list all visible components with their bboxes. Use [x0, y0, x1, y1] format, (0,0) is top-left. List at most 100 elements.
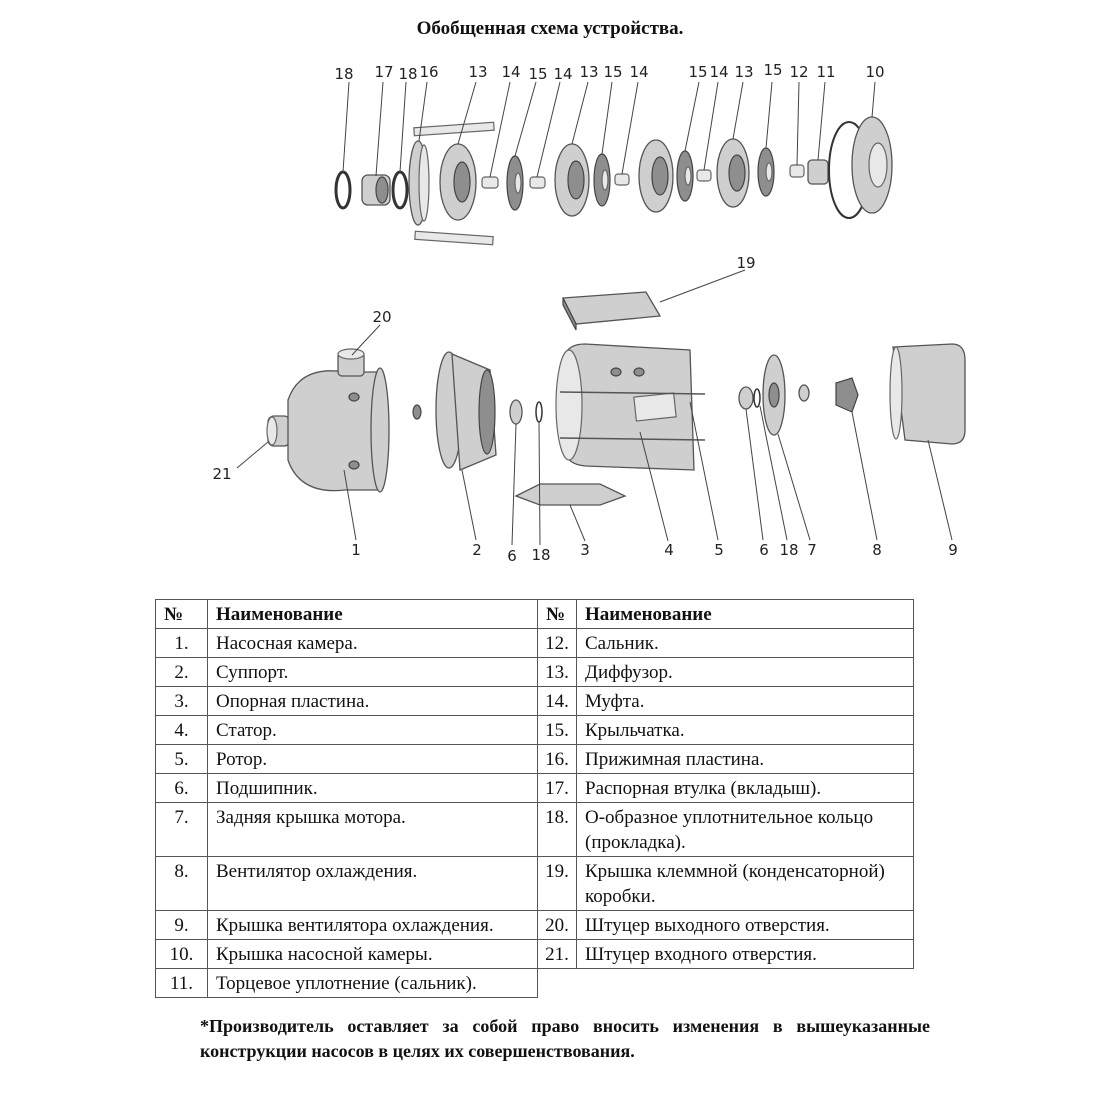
part-label: 12: [789, 63, 808, 81]
part-label: 20: [372, 308, 391, 326]
row-name-2: Крыльчатка.: [576, 715, 914, 745]
row-number-2: 21.: [537, 939, 577, 969]
col-name-header: Наименование: [207, 599, 538, 629]
row-number-2: 16.: [537, 744, 577, 774]
row-name: Вентилятор охлаждения.: [207, 856, 538, 911]
diagram-title: Обобщенная схема устройства.: [416, 18, 684, 39]
row-name: Статор.: [207, 715, 538, 745]
part-label: 17: [374, 63, 393, 81]
row-number: 2.: [155, 657, 208, 687]
table-row: 3. Опорная пластина. 14. Муфта.: [155, 686, 914, 716]
row-name: Крышка вентилятора охлаждения.: [207, 910, 538, 940]
row-number: 6.: [155, 773, 208, 803]
part-label: 6: [759, 541, 769, 559]
row-number: 4.: [155, 715, 208, 745]
part-label: 1: [351, 541, 361, 559]
row-number: 9.: [155, 910, 208, 940]
table-row: 11. Торцевое уплотнение (сальник).: [155, 968, 914, 998]
part-label: 6: [507, 547, 517, 565]
col-number-header: №: [155, 599, 208, 629]
row-name-2: Сальник.: [576, 628, 914, 658]
col-name-header-2: Наименование: [576, 599, 914, 629]
top-row-parts: [334, 116, 893, 246]
part-label: 18: [398, 65, 417, 83]
part-label: 8: [872, 541, 882, 559]
parts-table: № Наименование № Наименование 1. Насосна…: [155, 599, 914, 998]
part-label: 14: [709, 63, 728, 81]
row-name: Суппорт.: [207, 657, 538, 687]
row-number: 7.: [155, 802, 208, 857]
row-number-2: 19.: [537, 856, 577, 911]
part-label: 13: [734, 63, 753, 81]
row-number: 8.: [155, 856, 208, 911]
row-name: Ротор.: [207, 744, 538, 774]
part-label: 14: [553, 65, 572, 83]
bottom-row-parts: [266, 291, 966, 506]
row-name: Опорная пластина.: [207, 686, 538, 716]
row-number-2: 18.: [537, 802, 577, 857]
row-number-2: 17.: [537, 773, 577, 803]
table-row: 7. Задняя крышка мотора. 18. О-образное …: [155, 802, 914, 857]
row-name-2: Штуцер выходного отверстия.: [576, 910, 914, 940]
part-label: 19: [736, 254, 755, 272]
row-name-2: Штуцер входного отверстия.: [576, 939, 914, 969]
row-number-2: 13.: [537, 657, 577, 687]
part-label: 13: [468, 63, 487, 81]
table-row: 2. Суппорт. 13. Диффузор.: [155, 657, 914, 687]
bottom-row-labels: 20 21 19 1 2 6 18 3 4 5 6 18 7 8 9: [212, 254, 957, 565]
table-row: 8. Вентилятор охлаждения. 19. Крышка кле…: [155, 856, 914, 911]
top-row-labels: 18 17 18 16 13 14 15 14 13 15 14 15 14 1…: [334, 61, 884, 83]
bottom-row-leaders: [236, 269, 953, 546]
table-row: 5. Ротор. 16. Прижимная пластина.: [155, 744, 914, 774]
row-number-2: 20.: [537, 910, 577, 940]
row-name-2: О-образное уплотнительное кольцо (прокла…: [576, 802, 914, 857]
table-row: 4. Статор. 15. Крыльчатка.: [155, 715, 914, 745]
table-row: 1. Насосная камера. 12. Сальник.: [155, 628, 914, 658]
part-label: 15: [763, 61, 782, 79]
part-label: 10: [865, 63, 884, 81]
manufacturer-footnote: *Производитель оставляет за собой право …: [200, 1016, 930, 1061]
row-name-2: Крышка клеммной (конденсаторной) коробки…: [576, 856, 914, 911]
part-label: 15: [528, 65, 547, 83]
part-label: 18: [334, 65, 353, 83]
part-label: 14: [629, 63, 648, 81]
row-number: 3.: [155, 686, 208, 716]
row-name: Задняя крышка мотора.: [207, 802, 538, 857]
part-label: 16: [419, 63, 438, 81]
row-number-2: 12.: [537, 628, 577, 658]
part-label: 18: [531, 546, 550, 564]
part-label: 5: [714, 541, 724, 559]
table-row: 10. Крышка насосной камеры. 21. Штуцер в…: [155, 939, 914, 969]
row-number-2: 15.: [537, 715, 577, 745]
part-label: 14: [501, 63, 520, 81]
exploded-pump-diagram: 18 17 18 16 13 14 15 14 13 15 14 15 14 1…: [212, 61, 966, 565]
row-name-2: Прижимная пластина.: [576, 744, 914, 774]
part-label: 15: [688, 63, 707, 81]
part-label: 9: [948, 541, 958, 559]
part-label: 15: [603, 63, 622, 81]
part-label: 2: [472, 541, 482, 559]
table-row: 9. Крышка вентилятора охлаждения. 20. Шт…: [155, 910, 914, 940]
part-label: 4: [664, 541, 674, 559]
row-name-2: Диффузор.: [576, 657, 914, 687]
part-label: 7: [807, 541, 817, 559]
row-name: Насосная камера.: [207, 628, 538, 658]
row-number: 1.: [155, 628, 208, 658]
table-row: 6. Подшипник. 17. Распорная втулка (вкла…: [155, 773, 914, 803]
part-label: 21: [212, 465, 231, 483]
table-header-row: № Наименование № Наименование: [155, 599, 914, 629]
col-number-header-2: №: [537, 599, 577, 629]
row-number: 5.: [155, 744, 208, 774]
row-number: 11.: [155, 968, 208, 998]
row-name: Крышка насосной камеры.: [207, 939, 538, 969]
row-name: Подшипник.: [207, 773, 538, 803]
row-number-2: 14.: [537, 686, 577, 716]
part-label: 11: [816, 63, 835, 81]
part-label: 18: [779, 541, 798, 559]
row-name: Торцевое уплотнение (сальник).: [207, 968, 538, 998]
top-row-leaders: [342, 81, 876, 178]
row-number: 10.: [155, 939, 208, 969]
part-label: 13: [579, 63, 598, 81]
empty-cell: [538, 969, 914, 998]
row-name-2: Распорная втулка (вкладыш).: [576, 773, 914, 803]
